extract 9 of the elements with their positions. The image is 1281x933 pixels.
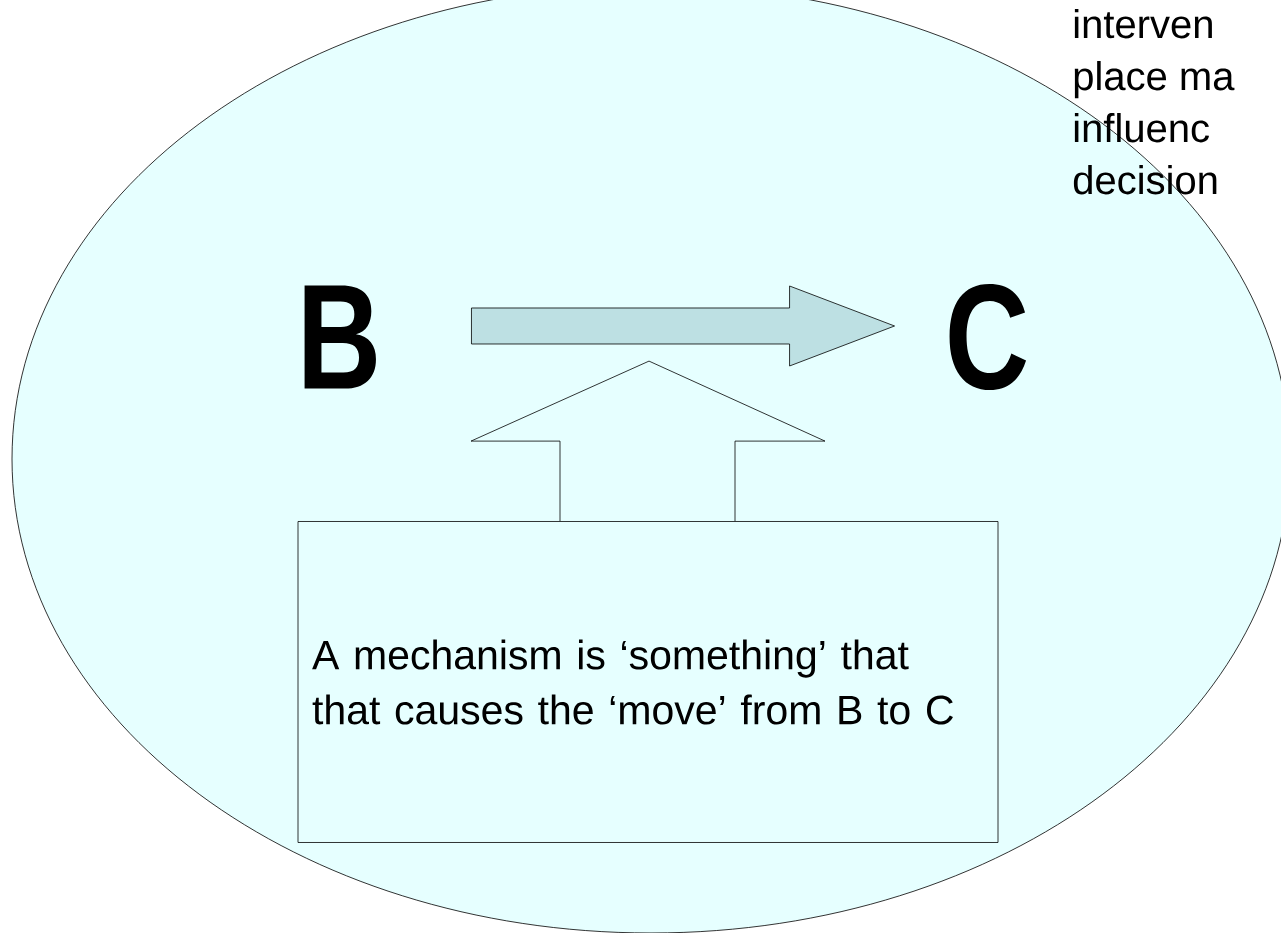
note-text: interven <box>1074 9 1212 39</box>
outlined-letter: C <box>949 283 1027 391</box>
note-text: decision <box>1073 165 1217 195</box>
text-box: A mechanism is ‘something’ that that causes the ‘move’ from B to C <box>297 521 999 843</box>
block-arrow <box>471 285 895 367</box>
note-text: influenc <box>1074 113 1209 143</box>
note-text: place ma <box>1074 61 1235 99</box>
block-arrow <box>470 360 826 522</box>
outlined-letter: B <box>304 285 376 389</box>
